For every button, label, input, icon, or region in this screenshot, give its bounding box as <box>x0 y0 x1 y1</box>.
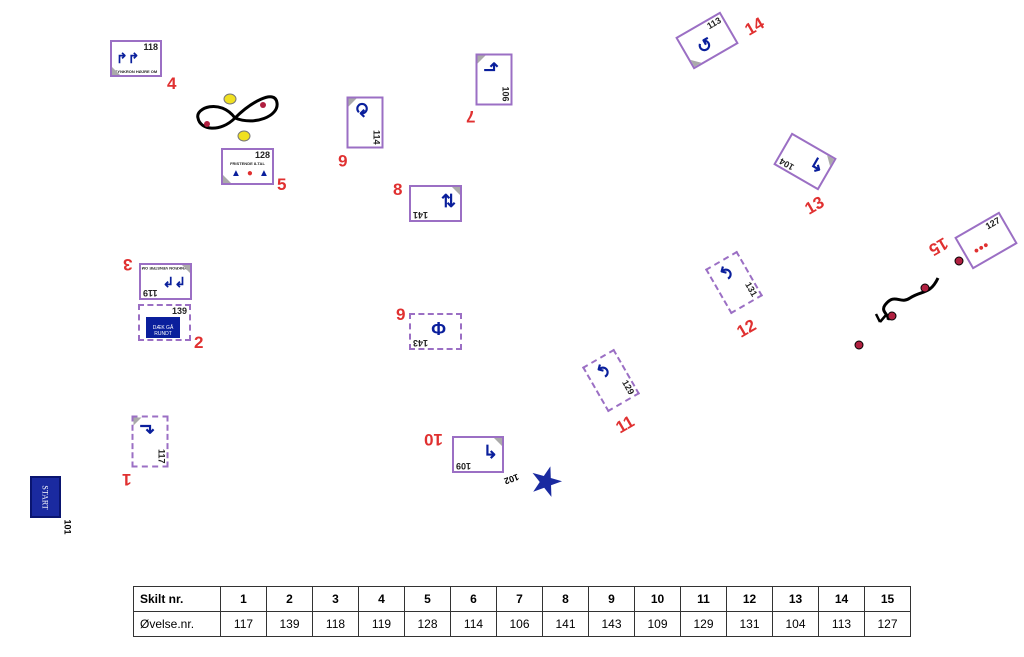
turn-icon: ↶ <box>589 359 615 384</box>
turn-icon: ↶ <box>712 261 738 286</box>
sign-4: ↱↱ 118 SYNKRON HØJRE OM <box>110 40 162 77</box>
sign-2: DÆK GÅ RUNDT 139 <box>138 304 191 341</box>
figure-eight-diagram <box>196 93 279 142</box>
sign-number: 10 <box>424 430 443 449</box>
sign-number: 9 <box>396 305 406 324</box>
sign-14: ↺ 113 <box>675 11 739 70</box>
sign-number: 8 <box>393 180 403 199</box>
finish-star-icon: ★ <box>521 455 571 509</box>
sign-number: 2 <box>194 333 204 352</box>
sign-8: ⇅ 141 <box>409 185 462 222</box>
u-turn-icon: ↺ <box>693 33 717 59</box>
sign-11: ↶ 129 <box>581 348 641 413</box>
sign-number: 3 <box>123 255 133 274</box>
cones-icon: ●●● <box>971 239 991 256</box>
sign-number: 1 <box>122 470 132 489</box>
sign-6: ⟳ 114 <box>346 96 384 149</box>
sign-number: 11 <box>612 411 638 438</box>
synchron-right-turn-icon: ↱↱ <box>116 50 140 66</box>
sign-number: 6 <box>338 151 348 170</box>
sign-number: 5 <box>277 175 287 194</box>
sign-9: Φ 143 <box>409 313 462 350</box>
sign-3: ↱↱ 119 SYNKRON VENSTRE OM <box>139 263 192 300</box>
sign-7: ↰ 106 <box>475 53 513 106</box>
sign-number: 7 <box>466 107 476 126</box>
cones-icon: ▲●▲ <box>231 168 275 179</box>
sign-13: ↰ 104 <box>773 132 837 191</box>
start-sign: START <box>30 476 61 518</box>
pivot-icon: Φ <box>431 318 446 338</box>
sign-1: ↱ 117 <box>131 415 169 468</box>
sign-number: 4 <box>167 74 177 93</box>
start-exercise-number: 101 <box>62 519 73 535</box>
synchron-left-turn-icon: ↱↱ <box>162 274 186 290</box>
sign-number: 12 <box>733 315 760 342</box>
finish-exercise-number: 102 <box>502 471 521 487</box>
slalom-path-diagram <box>854 256 964 350</box>
sign-10: ↰ 109 <box>452 436 504 473</box>
down-walk-around-icon: DÆK GÅ RUNDT <box>146 317 180 338</box>
sign-12: ↶ 131 <box>704 250 764 315</box>
sign-number: 13 <box>801 192 828 219</box>
sign-5: 128 FRISTENDE 8-TAL ▲●▲ <box>221 148 274 185</box>
sign-number: 14 <box>741 13 768 40</box>
